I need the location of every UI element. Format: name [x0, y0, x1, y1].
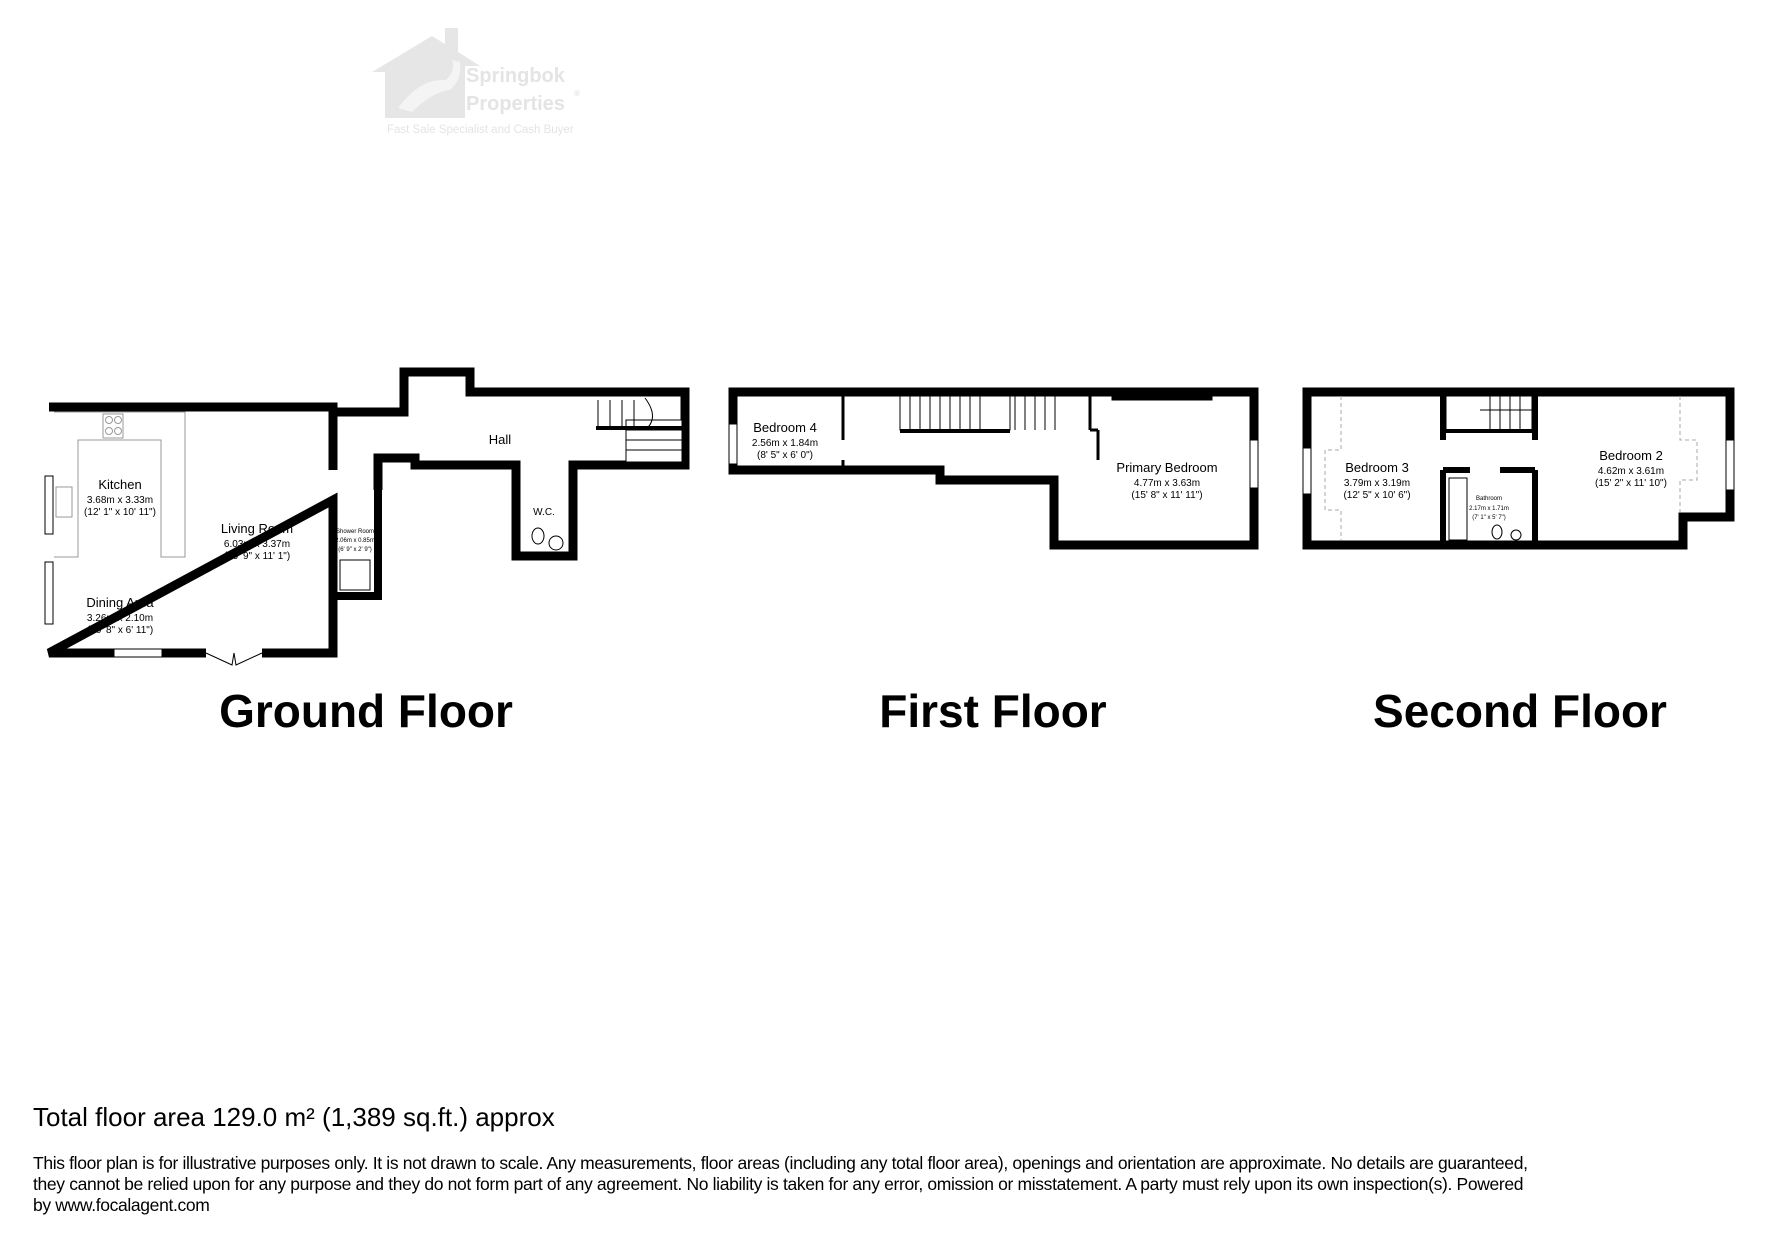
room-dim-bedroom3-imperial: (12' 5" x 10' 6") — [1343, 490, 1410, 501]
primary-bedroom-window — [1249, 439, 1259, 489]
bedroom4-window — [728, 423, 738, 465]
room-label-bedroom-4: Bedroom 4 — [753, 420, 817, 435]
room-dim-bedroom4-metric: 2.56m x 1.84m — [752, 438, 818, 449]
room-dim-bedroom3-metric: 3.79m x 3.19m — [1344, 478, 1410, 489]
room-label-bedroom-2: Bedroom 2 — [1599, 448, 1663, 463]
ground-floor-plan — [44, 367, 690, 666]
room-dim-bedroom2-metric: 4.62m x 3.61m — [1598, 466, 1664, 477]
room-dim-bathroom-metric: 2.17m x 1.71m — [1469, 506, 1509, 512]
first-floor-stairs — [899, 395, 1056, 431]
shower-room-walls — [329, 490, 382, 600]
floor-title-first: First Floor — [879, 685, 1107, 737]
room-label-kitchen: Kitchen — [98, 477, 141, 492]
kitchen-window — [44, 475, 54, 535]
bath-tub — [1448, 477, 1468, 541]
second-floor-stairs — [1445, 395, 1533, 431]
bedroom2-window — [1725, 439, 1735, 491]
dining-bottom-window — [113, 648, 163, 658]
logo-tagline: Fast Sale Specialist and Cash Buyer — [387, 124, 574, 136]
eaves-lines — [1324, 396, 1698, 540]
room-dim-bedroom4-imperial: (8' 5" x 6' 0") — [757, 450, 813, 461]
room-label-wc: W.C. — [533, 507, 555, 518]
logo-registered-mark: ® — [574, 89, 580, 98]
room-dim-primary-metric: 4.77m x 3.63m — [1134, 478, 1200, 489]
room-dim-dining-metric: 3.26m x 2.10m — [87, 613, 153, 624]
ground-floor-labels: Kitchen 3.68m x 3.33m (12' 1" x 10' 11")… — [84, 432, 555, 737]
room-dim-bathroom-imperial: (7' 1" x 5' 7") — [1472, 515, 1506, 521]
logo-brand-line1: Springbok — [466, 65, 566, 87]
room-label-primary-bedroom: Primary Bedroom — [1116, 460, 1217, 475]
room-label-hall: Hall — [489, 432, 512, 447]
room-label-living-room: Living Room — [221, 521, 293, 536]
total-floor-area: Total floor area 129.0 m² (1,389 sq.ft.)… — [33, 1102, 555, 1132]
room-dim-living-metric: 6.03m x 3.37m — [224, 539, 290, 550]
floor-title-second: Second Floor — [1373, 685, 1667, 737]
hall-walls — [328, 367, 690, 561]
floor-title-ground: Ground Floor — [219, 685, 513, 737]
room-dim-dining-imperial: (10' 8" x 6' 11") — [87, 625, 153, 636]
kitchen-units — [54, 411, 186, 558]
disclaimer-line-3: by www.focalagent.com — [33, 1195, 210, 1215]
room-label-shower-room: Shower Room — [336, 529, 374, 535]
room-dim-living-imperial: (19' 9" x 11' 1") — [224, 551, 290, 562]
bedroom3-window — [1302, 447, 1312, 495]
second-floor-walls — [1302, 387, 1735, 550]
first-floor-plan — [728, 387, 1259, 550]
room-dim-shower-metric: 2.06m x 0.85m — [335, 538, 375, 544]
dining-window — [44, 561, 54, 625]
primary-wardrobe — [1111, 391, 1213, 401]
logo-brand-line2: Properties — [466, 93, 565, 115]
room-label-bathroom: Bathroom — [1476, 496, 1502, 502]
disclaimer-line-2: they cannot be relied upon for any purpo… — [33, 1174, 1524, 1194]
second-floor-plan — [1302, 387, 1735, 550]
room-dim-primary-imperial: (15' 8" x 11' 11") — [1131, 490, 1202, 501]
disclaimer-line-1: This floor plan is for illustrative purp… — [33, 1153, 1528, 1173]
room-dim-kitchen-metric: 3.68m x 3.33m — [87, 495, 153, 506]
springbok-logo: Springbok Properties ® Fast Sale Special… — [372, 28, 580, 136]
french-doors — [205, 652, 263, 666]
room-dim-bedroom2-imperial: (15' 2" x 11' 10") — [1595, 478, 1667, 489]
room-dim-kitchen-imperial: (12' 1" x 10' 11") — [84, 507, 156, 518]
room-label-dining-area: Dining Area — [86, 595, 154, 610]
house-logo-icon — [372, 28, 480, 118]
springbok-silhouette-icon — [398, 60, 461, 112]
first-floor-labels: Bedroom 4 2.56m x 1.84m (8' 5" x 6' 0") … — [752, 420, 1218, 737]
room-dim-shower-imperial: (6' 9" x 2' 9") — [338, 547, 372, 553]
room-label-bedroom-3: Bedroom 3 — [1345, 460, 1409, 475]
second-floor-labels: Bedroom 3 3.79m x 3.19m (12' 5" x 10' 6"… — [1343, 448, 1667, 737]
